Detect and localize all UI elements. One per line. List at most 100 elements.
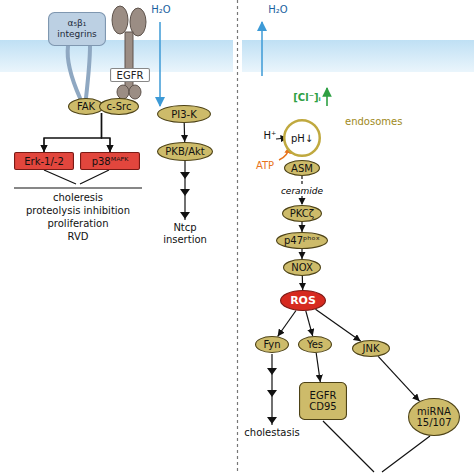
- effect-label: proliferation: [8, 218, 148, 230]
- node-heading: endosomes: [345, 116, 402, 127]
- node-text: α₅β₁ integrins: [48, 18, 106, 40]
- effect-label: Ntcp insertion: [158, 222, 212, 246]
- signal-arrow: [316, 309, 361, 341]
- panel-divider: [237, 0, 238, 474]
- shape-fill: [281, 291, 326, 311]
- ion-label: [Cl⁻]ᵢ: [290, 92, 324, 104]
- integrin-stalk: [68, 46, 80, 98]
- atp-label: ATP: [252, 160, 278, 172]
- signal-arrow: [316, 353, 320, 382]
- multistep-arrowheads: [267, 368, 277, 424]
- multistep-arrowheads: [180, 172, 190, 219]
- protein-box: α₅β₁ integrins: [48, 12, 106, 46]
- node-text: NOX: [291, 262, 313, 273]
- node-text: ASM: [291, 163, 313, 174]
- shape-fill: [277, 233, 328, 249]
- kinase-oval: Yes: [298, 336, 332, 353]
- water-flux-arrow: [261, 22, 263, 76]
- signal-arrow: [278, 311, 296, 337]
- receptor-box: EGFR CD95: [299, 382, 347, 420]
- effect-label: cholestasis: [240, 427, 304, 439]
- effect-label: proteolysis inhibition: [8, 205, 148, 217]
- signal-arrow: [184, 123, 186, 142]
- shape-fill: [284, 260, 321, 276]
- mapk-box: p38ᴹᴬᴾᴷ: [80, 152, 140, 170]
- signal-arrow: [102, 113, 111, 152]
- water-label: H₂O: [146, 4, 176, 16]
- egfr-receptor: [112, 6, 128, 34]
- kinase-oval: c-Src: [99, 98, 139, 115]
- signal-arrow: [44, 113, 102, 152]
- water-label: H₂O: [263, 4, 293, 16]
- node-text: PKB/Akt: [165, 146, 204, 157]
- egfr-receptor: [125, 32, 133, 94]
- node-text: EGFR CD95: [299, 390, 347, 412]
- node-text: c-Src: [107, 101, 132, 112]
- node-text: Fyn: [263, 339, 280, 350]
- signal-arrow: [378, 356, 419, 401]
- node-text: p47ᵖʰᵒˣ: [284, 235, 320, 246]
- node-text: miRNA 15/107: [408, 406, 460, 428]
- node-text: JNK: [363, 343, 380, 354]
- kinase-oval: Fyn: [255, 336, 289, 353]
- shape-fill: [284, 120, 320, 156]
- node-text: EGFR: [117, 70, 144, 81]
- kinase-oval: PKCζ: [282, 205, 322, 222]
- endosome-circle: endosomespH↓: [283, 119, 321, 157]
- kinase-oval: PKB/Akt: [157, 142, 213, 161]
- signal-arrow: [301, 249, 302, 259]
- cell-membrane: [242, 40, 474, 72]
- shape-fill: [285, 161, 320, 176]
- signal-arrow: [102, 113, 111, 152]
- effect-label: choleresis: [8, 192, 148, 204]
- multistep-arrow: [271, 354, 272, 425]
- kinase-oval: PI3-K: [157, 105, 211, 123]
- cell-membrane: [0, 40, 233, 72]
- converging-line: [44, 170, 109, 184]
- enzyme-oval: p47ᵖʰᵒˣ: [276, 232, 328, 249]
- kinase-oval: JNK: [352, 340, 390, 357]
- node-text: PI3-K: [171, 109, 197, 120]
- kinase-oval: FAK: [68, 98, 104, 115]
- receptor-label-box: EGFR: [110, 68, 150, 82]
- egfr-receptor: [117, 85, 129, 99]
- proton-label: H⁺: [262, 130, 278, 142]
- shape-fill: [300, 383, 347, 420]
- node-text: pH↓: [291, 133, 313, 144]
- node-text: ROS: [290, 295, 316, 306]
- water-flux-arrow: [159, 22, 161, 106]
- shape-fill: [353, 341, 390, 357]
- shape-fill: [100, 99, 139, 115]
- shape-fill: [158, 143, 213, 161]
- signal-arrow: [306, 311, 313, 336]
- node-text: FAK: [77, 101, 95, 112]
- signal-arrow: [44, 113, 102, 152]
- integrin-stalk: [86, 46, 90, 98]
- shape-fill: [158, 106, 211, 123]
- shape-fill: [81, 153, 140, 170]
- enzyme-oval: ASM: [284, 160, 320, 176]
- output-bracket: [14, 187, 142, 188]
- shape-fill: [69, 99, 104, 115]
- mapk-box: Erk-1/-2: [14, 152, 74, 170]
- increase-arrow: [326, 88, 328, 106]
- enzyme-oval: NOX: [283, 259, 321, 276]
- node-text: Yes: [307, 339, 323, 350]
- node-text: p38ᴹᴬᴾᴷ: [92, 156, 129, 167]
- shape-fill: [15, 153, 74, 170]
- egfr-receptor: [129, 85, 141, 99]
- effect-label: RVD: [8, 231, 148, 243]
- shape-fill: [283, 206, 322, 222]
- edge-label: ceramide: [280, 186, 324, 196]
- shape-fill: [299, 337, 332, 353]
- node-text: Erk-1/-2: [24, 156, 64, 167]
- shape-fill: [49, 13, 106, 46]
- signal-arrow: [301, 222, 302, 232]
- shape-fill: [111, 69, 150, 82]
- shape-fill: [409, 399, 460, 436]
- node-text: PKCζ: [290, 208, 314, 219]
- ros-oval: ROS: [280, 290, 326, 311]
- mirna-oval: miRNA 15/107: [408, 398, 460, 436]
- shape-fill: [256, 337, 289, 353]
